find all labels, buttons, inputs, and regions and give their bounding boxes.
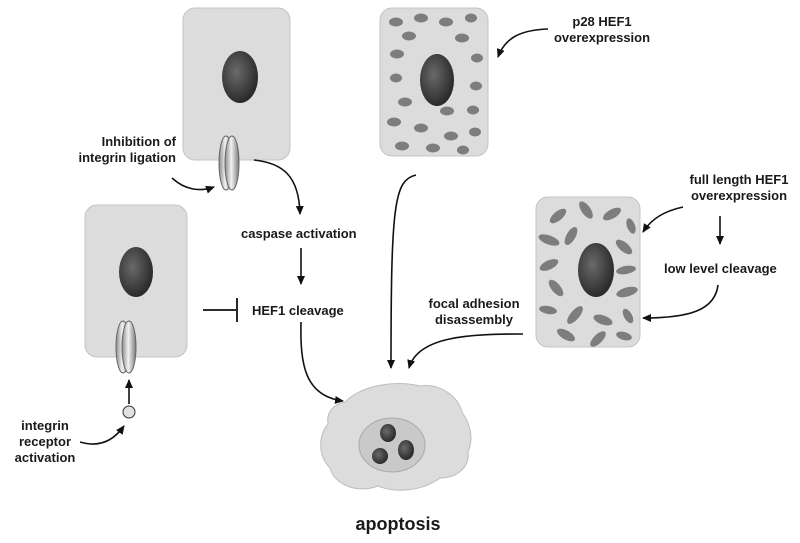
arrow-full-length-label-to-cell: [642, 206, 684, 233]
arrow-cell-to-apoptosis: [407, 333, 524, 369]
arrow-integrin-to-caspase: [253, 159, 304, 215]
nucleus: [119, 247, 153, 297]
label-inhibition-integrin-ligation: Inhibition of integrin ligation: [78, 134, 177, 165]
apoptotic-cell: [320, 383, 472, 491]
cell-receptor-activation: [84, 204, 188, 419]
cell-full-length-overexpression: [535, 196, 641, 348]
label-caspase-activation: caspase activation: [241, 226, 357, 241]
nucleus: [420, 54, 454, 106]
label-focal-adhesion-disassembly: focal adhesion disassembly: [428, 296, 520, 327]
p28-particles: [387, 13, 483, 155]
hef1-particles: [538, 201, 638, 347]
chromatin-fragment: [380, 424, 396, 442]
nucleus: [222, 51, 258, 103]
chromatin-fragment: [398, 440, 414, 460]
arrow-inhibition-to-integrin: [171, 177, 215, 194]
integrin-receptor: [218, 135, 240, 191]
label-integrin-receptor-activation: integrin receptor activation: [14, 418, 76, 465]
cell-p28-overexpression: [379, 7, 489, 157]
arrows: [79, 28, 724, 445]
inhibition-bar: [203, 298, 238, 322]
nucleus: [578, 243, 614, 297]
label-p28-overexpression: p28 HEF1 overexpression: [553, 14, 651, 45]
chromatin-fragment: [372, 448, 388, 464]
label-low-level-cleavage: low level cleavage: [664, 261, 777, 276]
ligand: [122, 405, 136, 419]
arrow-low-cleavage-to-cell: [642, 284, 719, 322]
label-full-length-overexpression: full length HEF1 overexpression: [689, 172, 789, 203]
arrow-activation-to-ligand: [79, 425, 125, 445]
arrow-cleavage-to-apoptosis: [300, 321, 344, 404]
label-apoptosis: apoptosis: [355, 514, 441, 534]
label-hef1-cleavage: HEF1 cleavage: [252, 303, 344, 318]
arrow-p28-label-to-cell: [497, 28, 549, 58]
arrow-p28-to-apoptosis: [387, 174, 417, 369]
integrin-receptor: [115, 320, 137, 374]
cell-inhibited-ligation: [182, 7, 291, 191]
